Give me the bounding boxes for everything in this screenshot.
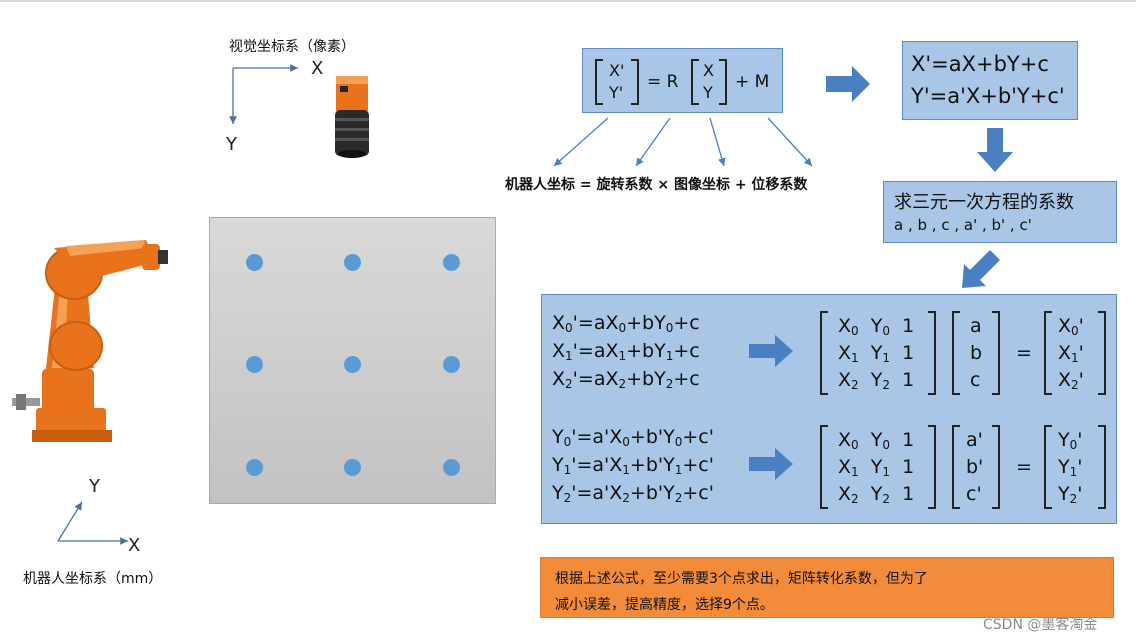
camera-axis-y-label: Y	[226, 134, 237, 155]
equation-system-box: X0'=aX0+bY0+c X1'=aX1+bY1+c X2'=aX2+bY2+…	[541, 294, 1117, 524]
camera-axis-x-label: X	[311, 58, 324, 79]
system2-eq-1: Y1'=a'X1+b'Y1+c'	[552, 454, 714, 477]
calibration-dot	[344, 459, 361, 476]
caption-pointer-lines	[553, 117, 813, 167]
top-divider	[0, 0, 1136, 2]
arrow-right-icon	[749, 335, 793, 367]
res1-0: X0'	[1058, 315, 1084, 338]
camera-axes	[229, 64, 298, 124]
solve-title: 求三元一次方程的系数	[894, 192, 1074, 213]
rhs-bottom: Y	[703, 83, 713, 102]
res1-2: X2'	[1058, 369, 1084, 392]
result-line-2: Y'=a'X+b'Y+c'	[911, 84, 1065, 108]
system1-eq-2: X2'=aX2+bY2+c	[552, 368, 700, 391]
transform-caption: 机器人坐标 = 旋转系数 × 图像坐标 + 位移系数	[505, 177, 808, 193]
robot-arm-icon	[12, 240, 168, 442]
transform-equation-box: X' Y' = R X Y + M	[582, 48, 783, 113]
matrix1-row-2: X2 Y2 1	[838, 369, 915, 392]
res2-0: Y0'	[1058, 429, 1083, 452]
arrow-down-icon	[977, 128, 1013, 172]
vec1-1: b	[970, 342, 983, 364]
vec1-0: a	[970, 315, 982, 337]
robot-axis-y-label: Y	[89, 476, 100, 497]
matrix1-row-0: X0 Y0 1	[838, 315, 915, 338]
vec2-1: b'	[966, 456, 984, 478]
equals-sign-2: =	[1016, 456, 1032, 478]
res2-1: Y1'	[1058, 456, 1083, 479]
plus-m: + M	[735, 72, 770, 92]
note-box: 根据上述公式，至少需要3个点求出，矩阵转化系数，但为了 减小误差，提高精度，选择…	[540, 557, 1114, 618]
lhs-top: X'	[609, 61, 625, 80]
solve-vars: a , b , c , a' , b' , c'	[894, 216, 1032, 234]
calibration-dot	[443, 459, 460, 476]
calibration-dot	[344, 254, 361, 271]
system1-eq-1: X1'=aX1+bY1+c	[552, 340, 700, 363]
rhs-top: X	[703, 61, 714, 80]
calibration-dot	[443, 356, 460, 373]
watermark: CSDN @墨客淘金	[983, 617, 1098, 633]
arrow-down-left-icon	[962, 250, 1000, 288]
equals-r: = R	[647, 72, 679, 92]
vec2-0: a'	[966, 429, 983, 451]
system2-eq-2: Y2'=a'X2+b'Y2+c'	[552, 482, 714, 505]
matrix1-row-1: X1 Y1 1	[838, 342, 915, 365]
robot-axis-x-label: X	[128, 535, 141, 556]
vec1-2: c	[970, 369, 981, 391]
matrix2-row-1: X1 Y1 1	[838, 456, 915, 479]
matrix2-row-2: X2 Y2 1	[838, 483, 915, 506]
equals-sign-1: =	[1016, 342, 1032, 364]
system2-eq-0: Y0'=a'X0+b'Y0+c'	[552, 426, 714, 449]
note-line-2: 减小误差，提高精度，选择9个点。	[555, 597, 774, 613]
result-equation-box: X'=aX+bY+c Y'=a'X+b'Y+c'	[902, 41, 1078, 120]
system1-eq-0: X0'=aX0+bY0+c	[552, 312, 700, 335]
vec2-2: c'	[966, 483, 982, 505]
robot-axes	[57, 501, 128, 545]
camera-icon	[335, 76, 369, 158]
calibration-dot	[344, 356, 361, 373]
arrow-right-icon	[826, 66, 870, 102]
camera-coordinate-title: 视觉坐标系（像素）	[229, 39, 355, 55]
calibration-dot	[443, 254, 460, 271]
res1-1: X1'	[1058, 342, 1084, 365]
res2-2: Y2'	[1058, 483, 1083, 506]
calibration-dot	[246, 254, 263, 271]
solve-coefficients-box: 求三元一次方程的系数 a , b , c , a' , b' , c'	[883, 181, 1117, 243]
calibration-board	[209, 217, 496, 504]
arrow-right-icon	[749, 448, 793, 480]
lhs-bottom: Y'	[609, 83, 624, 102]
calibration-dot	[246, 356, 263, 373]
calibration-dot	[246, 459, 263, 476]
result-line-1: X'=aX+bY+c	[911, 52, 1049, 76]
robot-coordinate-title: 机器人坐标系（mm）	[23, 571, 163, 587]
note-line-1: 根据上述公式，至少需要3个点求出，矩阵转化系数，但为了	[555, 571, 928, 587]
matrix2-row-0: X0 Y0 1	[838, 429, 915, 452]
